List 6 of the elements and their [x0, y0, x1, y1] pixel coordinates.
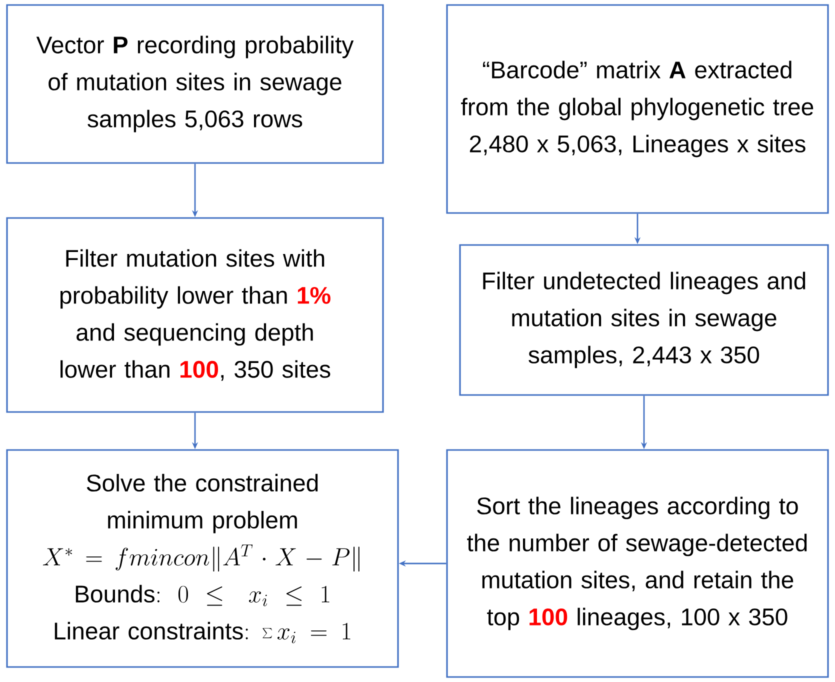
process-box: Vector P recording probability of mutation sites in sewage samples 5,063 rows — [6, 4, 384, 164]
process-box: Filter mutation sites with probability lower than 1% and sequencing depth lower than 100, 350 sites — [6, 217, 384, 413]
process-box: Filter undetected lineages and mutation sites in sewage samples, 2,443 x 350 — [459, 244, 829, 396]
process-box: Solve the constrained minimum problem $X^{*} = fmincon\|A^{T}\cdot X-P\|$ $\mathrm{Bounds{:}}\ \ 0\le\ x_{i}\le 1$ $\mathrm{Linear\ constraints{:}}\ \sum x_{i}=1$ — [6, 449, 399, 668]
process-box: Sort the lineages according to the number of sewage-detected mutation sites, and retain the top 100 lineages, 100 x 350 — [446, 449, 829, 678]
process-box: “Barcode” matrix A extracted from the global phylogenetic tree 2,480 x 5,063, Lineages x sites — [446, 4, 829, 214]
